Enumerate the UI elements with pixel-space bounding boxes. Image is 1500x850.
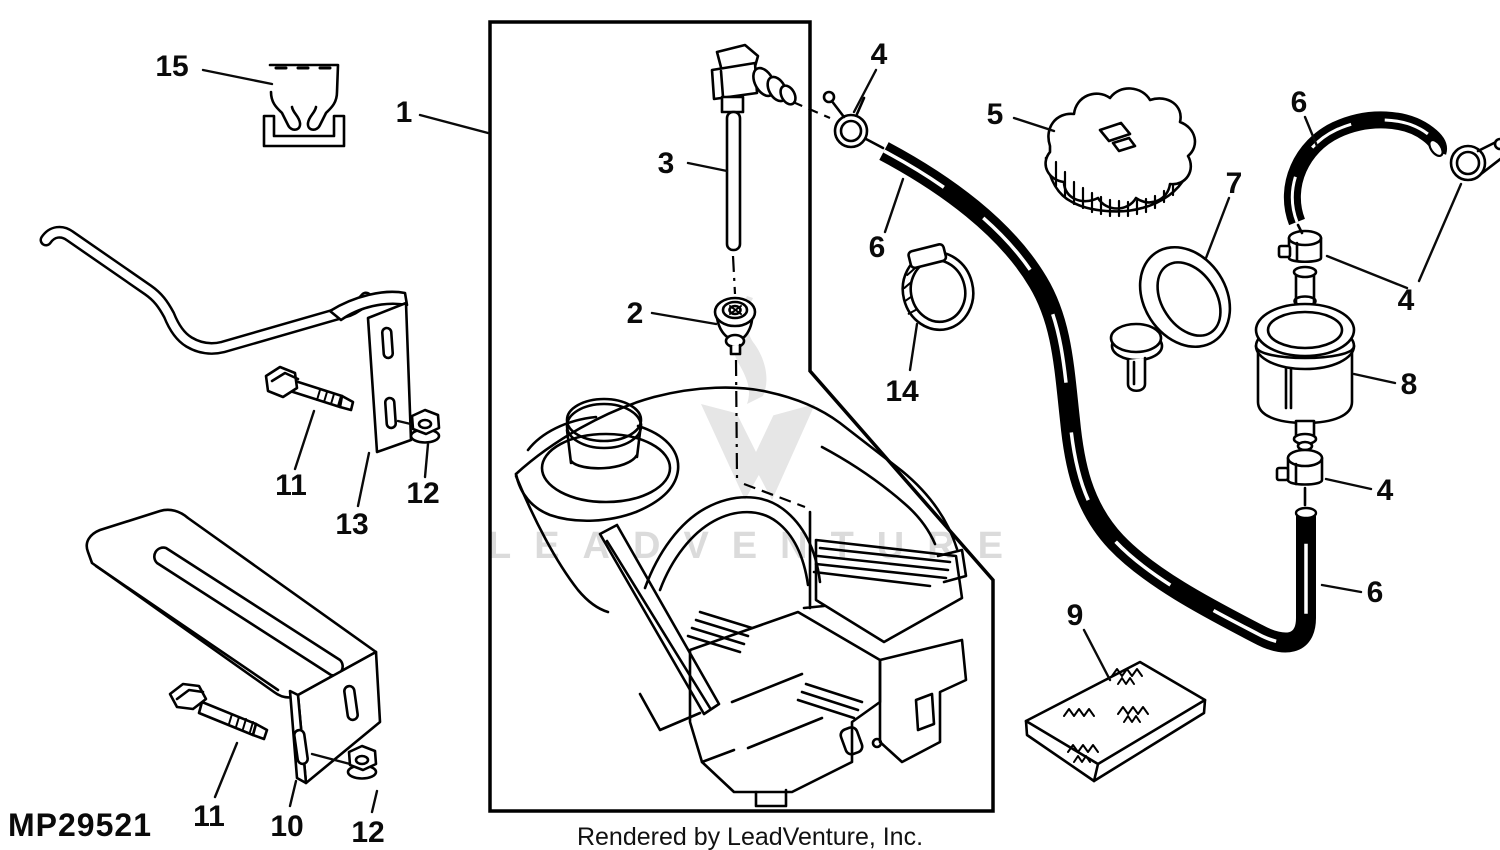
part-6-hose-main (879, 142, 1318, 653)
part-14-hose-clamp (901, 243, 975, 332)
part-4-clamp-tank (822, 90, 885, 150)
callout-2: 2 (627, 297, 644, 330)
callout-6-upper-left: 6 (869, 231, 886, 264)
callout-5: 5 (987, 98, 1004, 131)
part-15-clip (262, 63, 346, 148)
callout-10: 10 (270, 810, 303, 843)
fuel-tank (514, 386, 968, 808)
callout-9: 9 (1067, 599, 1084, 632)
callout-11-lower: 11 (193, 800, 225, 833)
assembly-centerline (731, 100, 831, 509)
callout-12-upper: 12 (406, 477, 439, 510)
callout-4-below-filter: 4 (1377, 474, 1394, 507)
part-4-clamp-filter-outlet (1275, 448, 1324, 507)
part-8-fuel-filter (1254, 265, 1356, 452)
part-10-bracket (85, 508, 382, 785)
part-13-bracket (328, 290, 413, 454)
part-9-pad (1024, 660, 1207, 783)
part-11-bolt-lower (168, 682, 269, 741)
callout-7: 7 (1226, 167, 1243, 200)
callout-3: 3 (658, 147, 675, 180)
part-3-pickup-tube (710, 43, 797, 252)
callout-11-upper: 11 (275, 469, 307, 502)
part-2-grommet (713, 296, 757, 356)
callout-12-lower: 12 (351, 816, 384, 849)
figure-box (488, 20, 995, 813)
part-11-bolt-upper (264, 365, 355, 412)
leadventure-watermark-text: LEADVENTURE (488, 525, 1026, 567)
callout-6-top-right: 6 (1291, 86, 1308, 119)
callout-4-top: 4 (871, 38, 888, 71)
callout-14: 14 (885, 375, 919, 408)
part-6-hose-top-right (1284, 111, 1447, 226)
part-4-clamp-top-right (1449, 137, 1500, 182)
callout-labels: 15 1 3 2 4 5 6 14 7 6 4 8 4 6 9 11 13 12… (155, 38, 1417, 849)
part-5-fuel-cap (1044, 87, 1197, 218)
part-12-nut-upper (396, 408, 441, 444)
callout-8: 8 (1401, 368, 1418, 401)
fuel-line-rod (39, 225, 373, 355)
footer-credit: Rendered by LeadVenture, Inc. (577, 823, 923, 850)
part-7-loop-clamp (1109, 245, 1232, 393)
callout-15: 15 (155, 50, 188, 83)
callout-13: 13 (335, 508, 368, 541)
part-12-nut-lower (310, 744, 378, 780)
callout-6-lower-right: 6 (1367, 576, 1384, 609)
callout-4-right: 4 (1398, 284, 1415, 317)
callout-leader-lines (201, 68, 1463, 814)
part-4-clamp-filter-inlet (1277, 223, 1323, 264)
callout-1: 1 (396, 96, 413, 129)
part-code: MP29521 (8, 807, 152, 843)
